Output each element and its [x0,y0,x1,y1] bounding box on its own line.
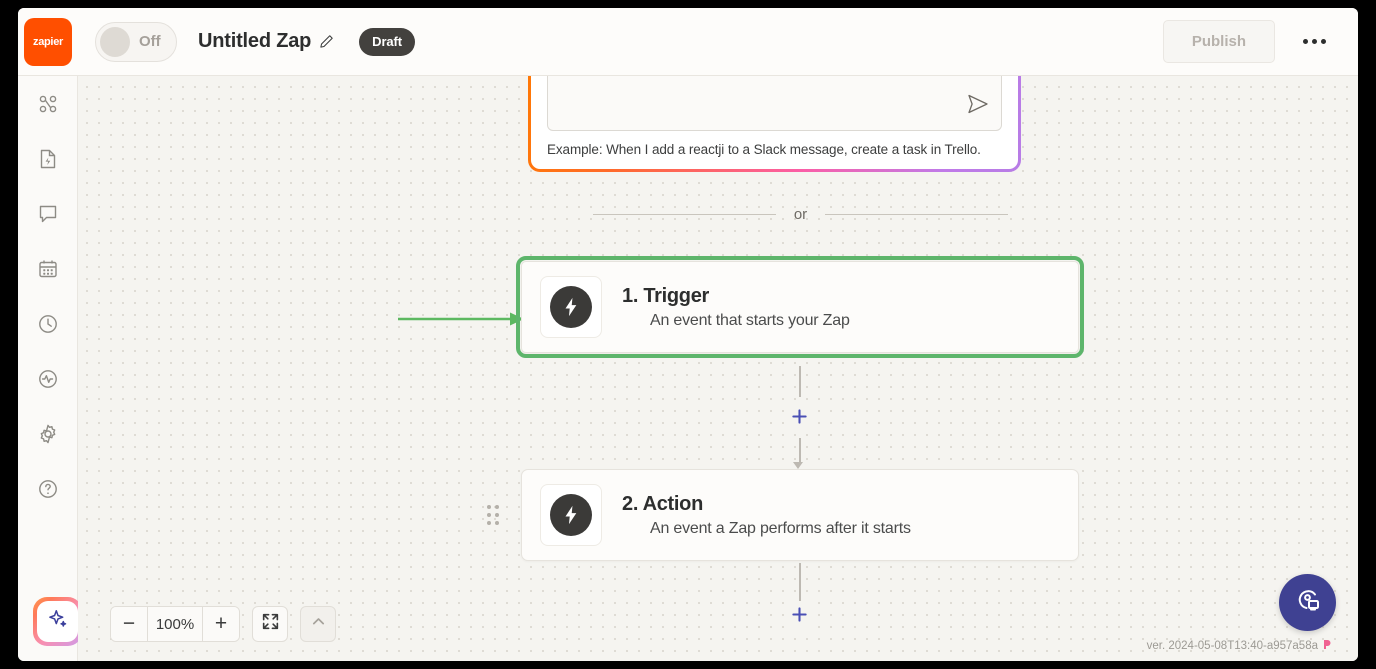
step-subtitle: An event a Zap performs after it starts [650,519,911,537]
ai-prompt-card: Example: When I add a reactji to a Slack… [528,76,1021,172]
question-circle-icon [36,477,60,501]
sparkle-icon [46,607,70,636]
left-sidebar [18,76,82,661]
sidebar-item-schedule[interactable] [18,241,78,296]
zoom-controls: − 100% + [110,606,336,642]
publish-button[interactable]: Publish [1162,20,1275,63]
ellipsis-icon[interactable] [1297,33,1332,50]
send-paper-plane-icon[interactable] [965,91,991,122]
ai-prompt-example-text: Example: When I add a reactji to a Slack… [547,142,981,157]
sidebar-item-drafts[interactable] [18,131,78,186]
step-title: 2. Action [622,492,704,515]
zapier-logo[interactable]: zapier [24,17,72,66]
activity-monitor-icon [36,367,60,391]
or-divider: or [593,206,1008,223]
bolt-icon [550,286,592,328]
plus-icon [791,408,808,430]
sidebar-item-settings[interactable] [18,406,78,461]
plus-icon [791,606,808,628]
calendar-icon [36,257,60,281]
zoom-level-label: 100% [147,607,203,641]
divider-label: or [793,206,808,223]
fit-to-screen-button[interactable] [252,606,288,642]
chevron-up-icon [310,613,327,635]
connector-line-upper [799,366,801,397]
sidebar-item-history[interactable] [18,296,78,351]
fit-to-screen-icon [261,612,280,636]
divider-rule-left [593,214,776,215]
connector-line-bottom [799,563,801,601]
toggle-knob [100,26,130,57]
zoom-in-button[interactable]: + [203,607,239,641]
connector-line-lower [799,438,801,464]
drag-dots-icon[interactable] [487,505,499,525]
toggle-state-label: Off [139,33,161,50]
pink-marker-icon [1322,639,1332,653]
support-chat-icon [1293,585,1323,620]
app-header: zapier Off Untitled Zap Draft Publish [18,8,1358,76]
collapse-panel-button[interactable] [300,606,336,642]
pencil-icon[interactable] [319,34,334,49]
step-1-wrapper: 1. Trigger An event that starts your Zap [516,256,1084,358]
step-icon-tile [540,276,602,338]
zap-on-off-toggle[interactable]: Off [95,21,177,62]
sidebar-item-chatbots[interactable] [18,186,78,241]
zoom-out-button[interactable]: − [111,607,147,641]
header-actions: Publish [1162,20,1358,63]
step-card-action[interactable]: 2. Action An event a Zap performs after … [521,469,1079,561]
page-title: Untitled Zap [198,30,312,52]
zapier-logo-text: zapier [33,35,63,48]
step-2-wrapper: 2. Action An event a Zap performs after … [487,469,1079,561]
ai-prompt-input[interactable] [547,76,1002,131]
ai-assistant-button[interactable] [33,597,82,646]
version-label: ver. 2024-05-08T13:40-a957a58a [1147,639,1332,653]
add-step-button-1[interactable] [784,404,814,434]
chat-bubble-icon [36,202,60,226]
step-title: 1. Trigger [622,284,710,307]
annotation-arrow [398,312,524,326]
status-badge: Draft [359,27,415,56]
connector-arrowhead [793,462,803,469]
sidebar-item-monitoring[interactable] [18,351,78,406]
version-text: ver. 2024-05-08T13:40-a957a58a [1146,640,1318,652]
add-step-button-2[interactable] [784,602,814,632]
gear-icon [36,422,60,446]
file-bolt-icon [36,147,60,171]
step-icon-tile [540,484,602,546]
divider-rule-right [825,214,1008,215]
sidebar-item-zaps[interactable] [18,76,78,131]
step-card-trigger[interactable]: 1. Trigger An event that starts your Zap [516,256,1084,358]
clock-icon [36,312,60,336]
zap-editor-canvas[interactable]: Example: When I add a reactji to a Slack… [78,76,1358,661]
support-chat-button[interactable] [1279,574,1336,631]
step-subtitle: An event that starts your Zap [650,311,850,329]
zaps-nodes-icon [36,92,60,116]
app-window: zapier Off Untitled Zap Draft Publish [18,8,1358,661]
bolt-icon [550,494,592,536]
sidebar-item-help[interactable] [18,461,78,516]
